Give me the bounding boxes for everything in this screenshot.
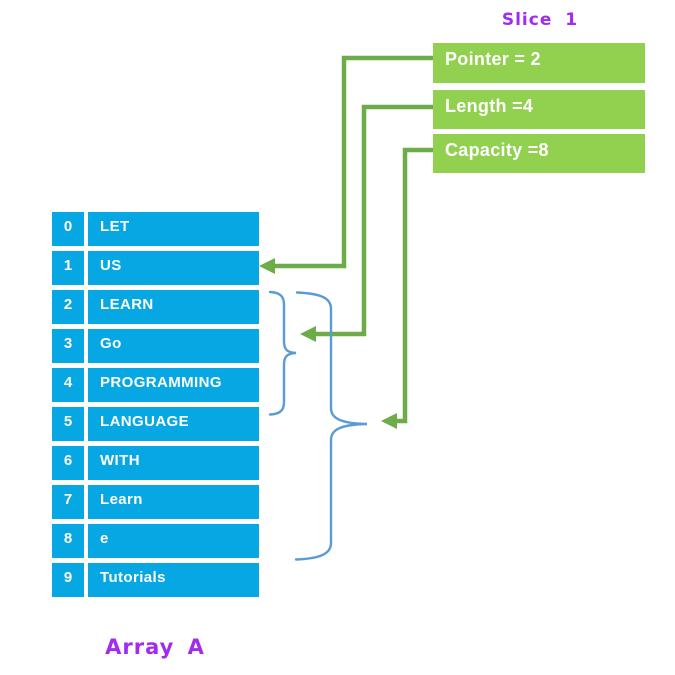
array-value-cell: PROGRAMMING [88,368,259,402]
array-table: 0 LET 1 US 2 LEARN 3 Go 4 PROGRAMMING 5 … [52,212,259,597]
capacity-curly-brace-icon [294,291,368,561]
slice-title: Slice 1 [501,10,579,30]
array-row-6: 6 WITH [52,446,259,480]
array-row-7: 7 Learn [52,485,259,519]
array-label: Array A [105,635,205,659]
array-value-cell: Tutorials [88,563,259,597]
array-row-3: 3 Go [52,329,259,363]
array-index-cell: 3 [52,329,84,363]
length-left-arrowhead-icon [300,326,316,342]
slice-capacity-label: Capacity =8 [445,140,549,160]
length-arrow-line [315,104,433,337]
array-value-cell: LANGUAGE [88,407,259,441]
array-index-cell: 5 [52,407,84,441]
array-index-cell: 9 [52,563,84,597]
array-row-9: 9 Tutorials [52,563,259,597]
array-row-4: 4 PROGRAMMING [52,368,259,402]
array-index-cell: 0 [52,212,84,246]
slice-length-label: Length =4 [445,96,534,116]
array-row-2: 2 LEARN [52,290,259,324]
array-value-cell: WITH [88,446,259,480]
array-value-cell: LET [88,212,259,246]
array-index-cell: 4 [52,368,84,402]
array-index-cell: 8 [52,524,84,558]
length-connector [300,104,433,342]
array-value-cell: US [88,251,259,285]
array-row-1: 1 US [52,251,259,285]
array-value-cell: LEARN [88,290,259,324]
pointer-arrow-line [274,55,433,269]
capacity-arrow-line [396,147,433,424]
slice-capacity-box: Capacity =8 [433,134,645,173]
capacity-left-arrowhead-icon [381,413,397,429]
pointer-connector [259,55,433,274]
slice-pointer-box: Pointer = 2 [433,43,645,83]
array-index-cell: 1 [52,251,84,285]
length-curly-brace-icon [268,290,297,416]
array-value-cell: e [88,524,259,558]
array-value-cell: Learn [88,485,259,519]
array-row-8: 8 e [52,524,259,558]
slice-length-box: Length =4 [433,90,645,129]
capacity-connector [381,147,433,429]
pointer-left-arrowhead-icon [259,258,275,274]
array-value-cell: Go [88,329,259,363]
array-index-cell: 7 [52,485,84,519]
array-row-0: 0 LET [52,212,259,246]
array-row-5: 5 LANGUAGE [52,407,259,441]
array-index-cell: 2 [52,290,84,324]
array-index-cell: 6 [52,446,84,480]
slice-pointer-label: Pointer = 2 [445,49,541,69]
